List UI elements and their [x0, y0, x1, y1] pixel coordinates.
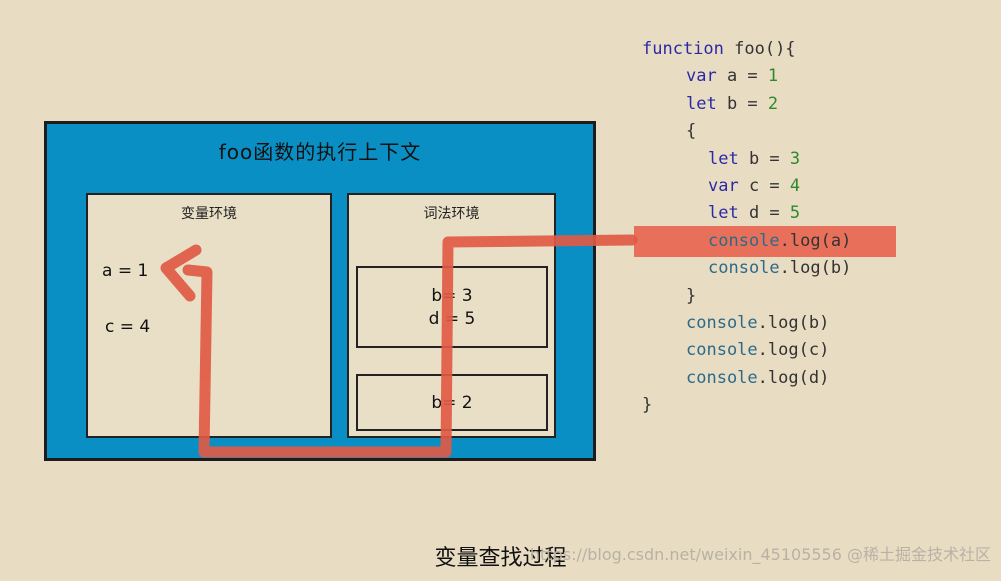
- context-title: foo函数的执行上下文: [218, 140, 422, 164]
- variable-env-title: 变量环境: [181, 206, 237, 222]
- code-token: var: [686, 66, 717, 87]
- code-token: b =: [716, 93, 768, 114]
- code-token: console: [708, 258, 780, 279]
- code-token: c =: [738, 175, 790, 196]
- code-token: let: [686, 93, 717, 114]
- code-line: console.log(b): [642, 255, 851, 282]
- code-token: {: [686, 121, 697, 142]
- code-line: console.log(b): [642, 310, 851, 337]
- code-line: let d = 5: [642, 200, 851, 227]
- code-token: 3: [789, 148, 801, 169]
- code-line: {: [642, 118, 851, 145]
- code-token: 2: [767, 93, 779, 114]
- code-token: .log(d): [757, 367, 830, 388]
- code-token: .log(b): [779, 258, 852, 279]
- code-token: console: [686, 312, 758, 333]
- code-token: let: [708, 203, 739, 224]
- code-line: var c = 4: [642, 173, 851, 200]
- code-token: .log(a): [779, 230, 852, 251]
- code-line: var a = 1: [642, 63, 851, 90]
- code-token: console: [708, 230, 780, 251]
- code-token: function: [642, 39, 724, 59]
- code-line: function foo(){: [642, 36, 851, 63]
- code-token: foo(){: [723, 39, 796, 59]
- code-token: }: [642, 395, 653, 416]
- var-entry-c: c = 4: [105, 317, 151, 337]
- code-token: }: [686, 285, 697, 306]
- code-line: let b = 3: [642, 146, 851, 173]
- highlighted-code-line: [634, 226, 896, 257]
- var-entry-a: a = 1: [102, 261, 149, 281]
- caption: 变量查找过程: [434, 546, 567, 571]
- code-line: }: [642, 392, 851, 419]
- lexical-env-title: 词法环境: [423, 206, 480, 222]
- code-token: let: [708, 148, 739, 169]
- code-token: .log(b): [757, 312, 830, 333]
- code-token: 1: [767, 66, 779, 87]
- code-line: console.log(d): [642, 365, 851, 392]
- code-token: 5: [789, 203, 801, 224]
- code-token: console: [686, 340, 758, 361]
- code-line: console.log(c): [642, 337, 851, 364]
- watermark: https://blog.csdn.net/weixin_45105556 @稀…: [529, 545, 991, 564]
- code-token: 4: [789, 175, 801, 196]
- code-line: }: [642, 283, 851, 310]
- code-line: let b = 2: [642, 91, 851, 118]
- code-token: b =: [738, 148, 790, 169]
- code-token: var: [708, 175, 739, 196]
- code-line: console.log(a): [642, 228, 851, 255]
- code-token: a =: [716, 66, 768, 87]
- code-token: .log(c): [757, 340, 830, 361]
- code-token: d =: [738, 203, 790, 224]
- code-token: console: [686, 367, 758, 388]
